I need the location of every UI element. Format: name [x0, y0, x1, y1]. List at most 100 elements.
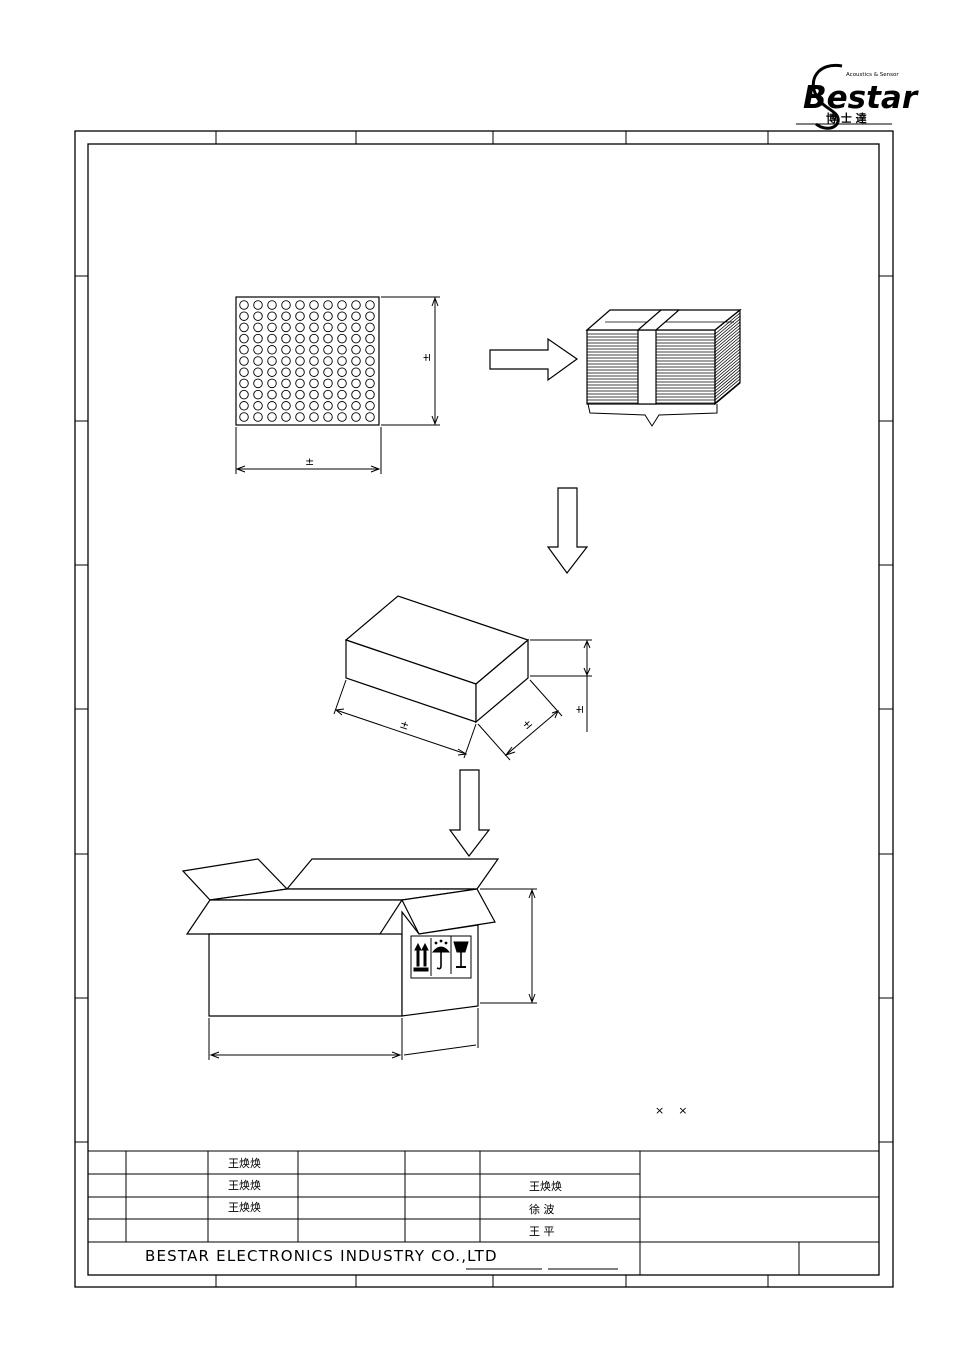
- tray-cavity: [295, 333, 305, 344]
- tray-cavity: [309, 300, 319, 310]
- tray-cavity: [253, 333, 263, 344]
- tray-cavity: [365, 322, 375, 333]
- tray-cavity: [281, 378, 291, 389]
- arrow-down-2: [448, 769, 491, 858]
- tray-cavity: [267, 345, 277, 355]
- tray-cavity: [253, 378, 263, 389]
- approver-name: 王焕焕: [529, 1179, 562, 1193]
- tray-cavity: [337, 322, 347, 333]
- tray-cavity: [281, 300, 291, 310]
- tray-width-dimension: [235, 427, 382, 474]
- tray-cavity: [281, 412, 291, 422]
- title-block: [88, 1150, 879, 1275]
- tray-cavity: [337, 311, 347, 321]
- this-side-up-icon: [413, 942, 429, 972]
- tray-cavity: [365, 333, 375, 344]
- tray-cavity: [267, 378, 277, 389]
- tray-cavity: [351, 389, 361, 400]
- stack-layer-side: [714, 339, 741, 362]
- stack-layer-side: [714, 324, 741, 347]
- tray-cavity: [337, 378, 347, 389]
- stack-layer-side: [714, 351, 741, 374]
- box-length-dimension: [333, 679, 477, 759]
- box-height-label: ±: [573, 705, 586, 714]
- tray-cavity: [295, 367, 305, 377]
- tray-cavity: [351, 345, 361, 355]
- stack-layer-side: [714, 348, 741, 371]
- tray-cavity: [239, 300, 249, 310]
- stack-layer-side: [714, 375, 741, 398]
- carton-size-note: × ×: [655, 1104, 687, 1117]
- tray-cavity: [295, 300, 305, 310]
- tray-cavity: [267, 389, 277, 400]
- tray-cavity: [323, 322, 333, 333]
- stack-layer-side: [714, 366, 741, 389]
- tray-cavity: [309, 322, 319, 333]
- tray-cavity: [337, 356, 347, 366]
- logo-wordmark: Bestar: [803, 80, 919, 116]
- tray-cavity: [281, 333, 291, 344]
- tray-cavity: [309, 311, 319, 321]
- tray-cavity: [281, 345, 291, 355]
- tray-cavity: [309, 356, 319, 366]
- drafter-name: 王焕焕: [228, 1200, 261, 1214]
- tray-cavity: [239, 389, 249, 400]
- carton-front: [208, 933, 403, 1017]
- tray-cavity: [295, 412, 305, 422]
- arrow-right: [489, 337, 579, 382]
- stack-layer-side: [714, 354, 741, 377]
- tray-cavity: [309, 367, 319, 377]
- stack-brace: [587, 403, 718, 427]
- tray-dots: [239, 300, 375, 422]
- tray-cavity: [351, 378, 361, 389]
- tray-cavity: [309, 345, 319, 355]
- zone-ticks: [75, 131, 893, 1287]
- tray-cavity: [309, 401, 319, 411]
- tray-cavity: [351, 356, 361, 366]
- tray-grid: [235, 296, 380, 426]
- logo-tagline: Acoustics & Sensor: [846, 72, 899, 78]
- tray-cavity: [295, 311, 305, 321]
- stack-layer-side: [714, 363, 741, 386]
- tray-cavity: [365, 311, 375, 321]
- tray-cavity: [323, 378, 333, 389]
- tray-cavity: [309, 378, 319, 389]
- tray-cavity: [239, 367, 249, 377]
- stack-layer-side: [714, 345, 741, 368]
- tray-cavity: [267, 367, 277, 377]
- tray-cavity: [365, 300, 375, 310]
- tray-cavity: [351, 401, 361, 411]
- tray-cavity: [267, 311, 277, 321]
- fragile-glass-icon: [453, 941, 469, 968]
- tray-cavity: [309, 333, 319, 344]
- tray-cavity: [267, 412, 277, 422]
- tray-cavity: [351, 322, 361, 333]
- tray-cavity: [337, 300, 347, 310]
- stack-layer-side: [714, 372, 741, 395]
- tray-cavity: [323, 412, 333, 422]
- tray-cavity: [365, 356, 375, 366]
- drawing-frame: [74, 130, 894, 1288]
- keep-dry-umbrella-icon: [431, 939, 451, 970]
- tray-cavity: [295, 356, 305, 366]
- tray-cavity: [295, 378, 305, 389]
- tray-cavity: [253, 322, 263, 333]
- tray-cavity: [295, 389, 305, 400]
- stack-strap-top: [636, 309, 681, 331]
- tray-cavity: [351, 412, 361, 422]
- tray-cavity: [295, 401, 305, 411]
- tray-cavity: [295, 322, 305, 333]
- tray-cavity: [281, 356, 291, 366]
- tray-width-label: ±: [305, 455, 314, 468]
- tray-cavity: [351, 311, 361, 321]
- tray-cavity: [351, 333, 361, 344]
- tray-cavity: [337, 367, 347, 377]
- tray-cavity: [239, 311, 249, 321]
- tray-cavity: [323, 300, 333, 310]
- tray-cavity: [295, 345, 305, 355]
- box-height-dimension: [530, 639, 592, 732]
- tray-cavity: [239, 322, 249, 333]
- tray-cavity: [323, 311, 333, 321]
- logo-swoosh: [811, 63, 843, 130]
- tray-cavity: [267, 356, 277, 366]
